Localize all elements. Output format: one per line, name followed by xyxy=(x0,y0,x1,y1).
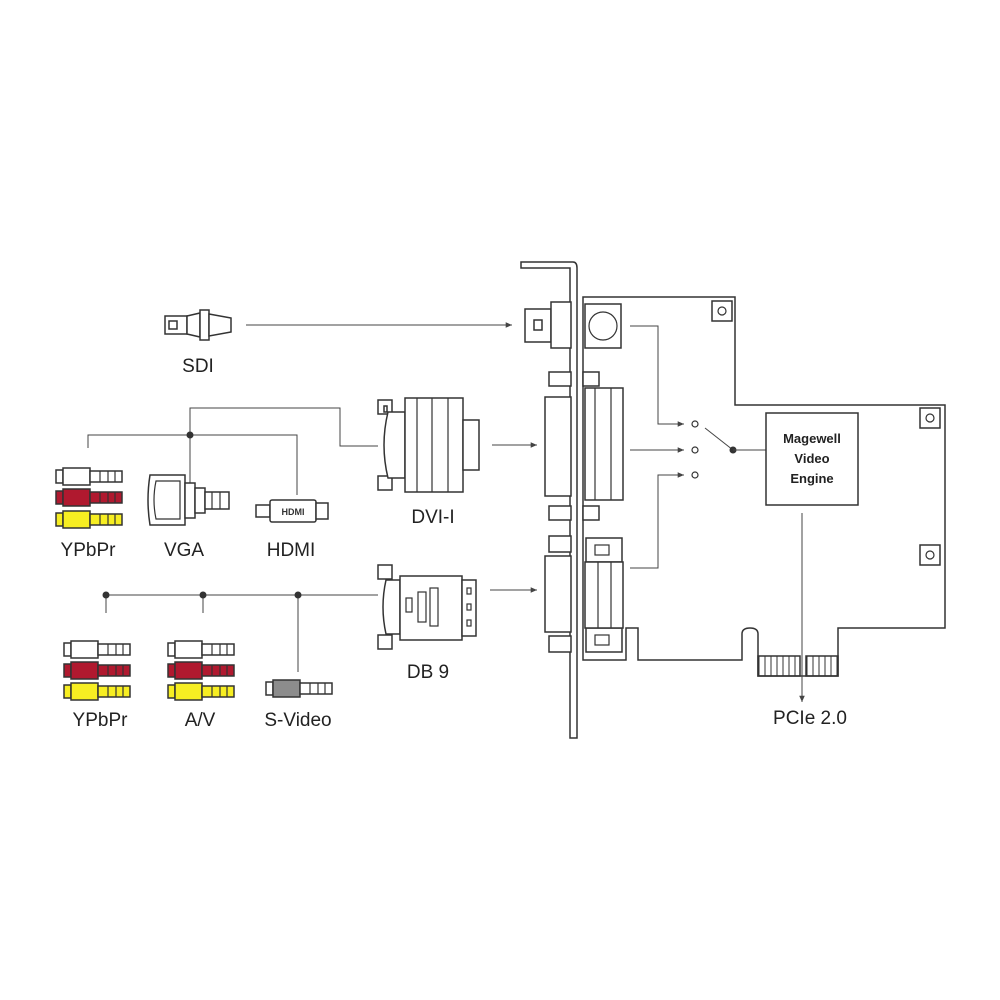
dvi-feed-lines xyxy=(87,407,378,495)
hdmi-label: HDMI xyxy=(267,540,316,561)
engine-line-2: Video xyxy=(794,451,829,466)
rca-plug-icon xyxy=(167,640,235,701)
engine-line-1: Magewell xyxy=(783,431,841,446)
sdi-label: SDI xyxy=(182,356,214,377)
ypbpr-bottom-label: YPbPr xyxy=(73,710,129,731)
rca-plug-icon xyxy=(55,467,123,529)
vga-label: VGA xyxy=(164,540,204,561)
dvi-connector-icon xyxy=(377,397,480,493)
svideo-plug-icon xyxy=(265,679,333,698)
db9-connector-icon xyxy=(377,564,477,650)
input-switch-icon xyxy=(630,325,766,569)
hdmi-connector-icon: HDMI xyxy=(255,499,329,523)
dvi-label: DVI-I xyxy=(411,507,454,528)
db9-feed-lines xyxy=(102,591,378,672)
hdmi-logo-text: HDMI xyxy=(282,507,305,517)
svideo-label: S-Video xyxy=(264,710,331,731)
engine-line-3: Engine xyxy=(790,471,833,486)
vga-connector-icon xyxy=(147,474,230,526)
video-engine-box xyxy=(765,412,859,506)
pcie-capture-card-icon xyxy=(520,261,946,739)
rca-plug-icon xyxy=(63,640,131,701)
sdi-bnc-connector-icon xyxy=(164,309,232,341)
db9-label: DB 9 xyxy=(407,662,449,683)
ypbpr-top-label: YPbPr xyxy=(61,540,117,561)
pcie-label: PCIe 2.0 xyxy=(773,708,847,729)
av-label: A/V xyxy=(185,710,216,731)
